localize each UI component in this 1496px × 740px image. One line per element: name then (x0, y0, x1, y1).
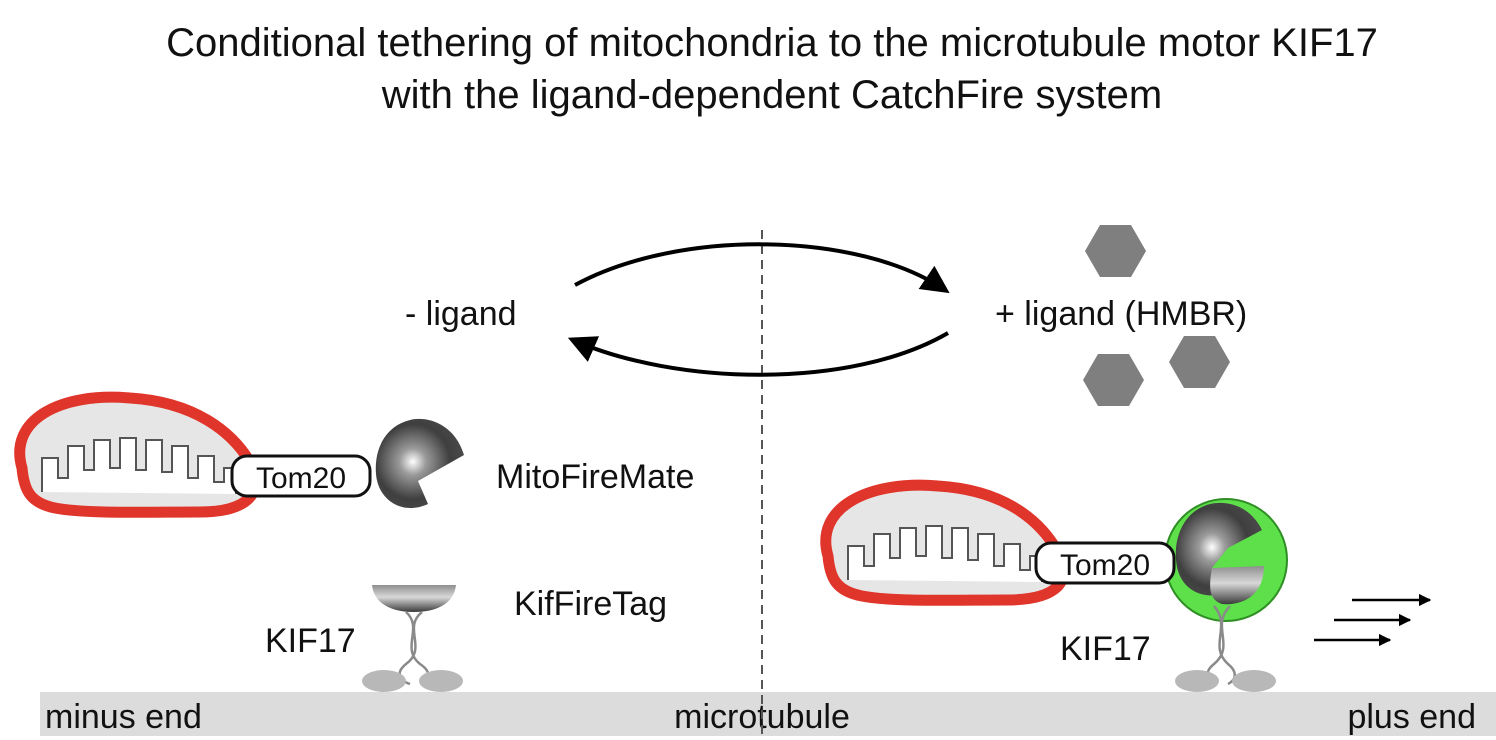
mitochondrion-right (820, 479, 1070, 606)
mitofiremate-shape (375, 418, 464, 509)
kiffiretag-shape-left (372, 585, 456, 612)
kif17-foot-left-2 (419, 670, 463, 692)
mitochondrion-left (14, 391, 262, 518)
tom20-label-right: Tom20 (1060, 549, 1150, 582)
kif17-label-left: KIF17 (265, 622, 356, 660)
kif17-label-right: KIF17 (1060, 630, 1151, 668)
minus-end-label: minus end (45, 698, 202, 736)
mitofiremate-label: MitoFireMate (496, 458, 694, 496)
kif17-foot-right-1 (1175, 670, 1219, 692)
forward-arrow (574, 242, 950, 294)
title-line-1: Conditional tethering of mitochondria to… (166, 21, 1378, 65)
tom20-label-left: Tom20 (256, 462, 346, 495)
ligand-hexagon-1 (1085, 225, 1146, 277)
ligand-hexagon-3 (1169, 336, 1230, 388)
title-line-2: with the ligand-dependent CatchFire syst… (381, 73, 1162, 117)
microtubule-bar (40, 692, 1496, 736)
kif17-foot-left-1 (362, 670, 406, 692)
tom20-box-right (1034, 541, 1176, 585)
tom20-box-left (230, 454, 372, 498)
plus-ligand-label: + ligand (HMBR) (995, 295, 1247, 333)
kif17-stalk-left (398, 611, 430, 686)
kiffiretag-label: KifFireTag (514, 585, 667, 623)
minus-ligand-label: - ligand (405, 295, 517, 333)
plus-end-label: plus end (1347, 698, 1476, 736)
ligand-hexagon-2 (1083, 354, 1144, 406)
reverse-arrow (567, 331, 950, 377)
kiffiretag-bound-shape (1210, 566, 1264, 605)
motion-arrows (1314, 593, 1432, 647)
kif17-foot-right-2 (1232, 670, 1276, 692)
mitofiremate-bound-shape (1175, 502, 1262, 596)
